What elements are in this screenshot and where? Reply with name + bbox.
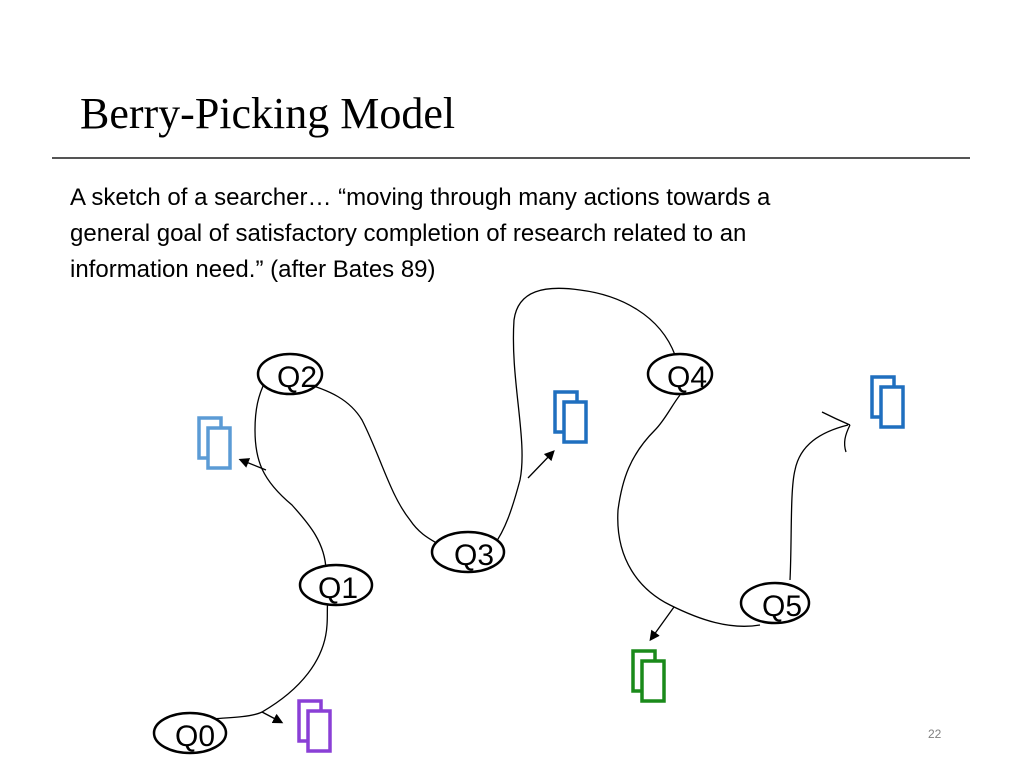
query-label-q4: Q4: [667, 361, 707, 394]
query-node-q1: Q1: [298, 563, 374, 607]
branch-to-q1-berry: [238, 458, 267, 471]
document-stack-icon-4: [631, 649, 666, 703]
query-node-q0: Q0: [152, 711, 228, 755]
path-q2-q3: [299, 381, 441, 546]
query-label-q1: Q1: [318, 572, 358, 605]
branch-to-q0-berry: [261, 711, 284, 724]
path-q4-q5: [617, 394, 761, 627]
query-node-q2: Q2: [256, 352, 324, 396]
slide-body: A sketch of a searcher… “moving through …: [70, 180, 960, 288]
page-number: 22: [928, 727, 942, 741]
body-line-3: information need.” (after Bates 89): [70, 256, 436, 283]
document-stack-icon-3: [870, 375, 905, 429]
body-line-1: A sketch of a searcher… “moving through …: [70, 184, 771, 211]
document-stack-icon-1: [197, 416, 232, 470]
query-node-q5: Q5: [739, 581, 811, 625]
body-line-2: general goal of satisfactory completion …: [70, 220, 747, 247]
branch-to-q5-berry: [649, 606, 675, 642]
path-q1-q2: [254, 379, 327, 571]
path-q5-end: [789, 424, 849, 581]
query-node-q4: Q4: [646, 352, 714, 396]
document-stack-icon-5: [297, 699, 332, 753]
branch-to-q3-berry: [527, 450, 555, 479]
path-q0-q1: [194, 595, 331, 721]
query-label-q0: Q0: [175, 720, 215, 753]
document-stack-icon-2: [553, 390, 588, 444]
slide-title: Berry-Picking Model: [80, 89, 456, 138]
end-arrow-tick-1: [821, 411, 851, 426]
title-divider: [52, 157, 970, 159]
query-node-q3: Q3: [430, 530, 506, 574]
path-q3-q4: [493, 287, 676, 546]
query-label-q5: Q5: [762, 590, 802, 623]
end-arrow-tick-2: [843, 424, 851, 453]
query-label-q3: Q3: [454, 539, 494, 572]
query-label-q2: Q2: [277, 361, 317, 394]
